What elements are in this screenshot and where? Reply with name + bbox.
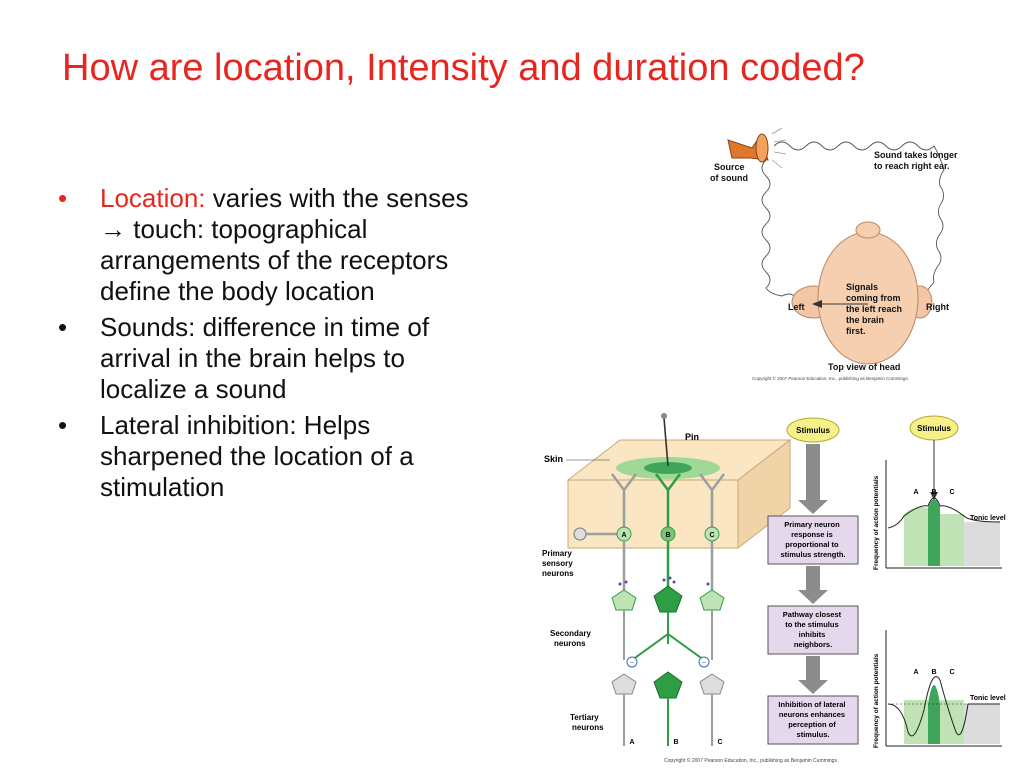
svg-text:Source of sound Sound: Source of sound Sound takes longer to re…	[710, 150, 960, 372]
secondary-neurons: − −	[611, 576, 725, 668]
box2-text: to the stimulus	[785, 620, 838, 629]
svg-text:Tertiary neurons: Tertiary neurons	[570, 713, 604, 732]
sound-path-left	[761, 159, 831, 303]
lateral-inhibition-figure: Pin Skin A B C Primary sensory neurons	[542, 413, 1006, 764]
box1-text: proportional to	[785, 540, 839, 549]
box3-text: Inhibition of lateral	[778, 700, 845, 709]
svg-text:Primary sensory neuron: Primary sensory neurons	[542, 549, 575, 578]
primary-neuron-a: A	[621, 532, 626, 539]
slide-title: How are location, Intensity and duration…	[62, 47, 865, 89]
stimulus-label-center: Stimulus	[796, 426, 830, 435]
bullet-label: Location:	[100, 183, 206, 213]
bullet-text: Lateral inhibition: Helps sharpened the …	[100, 410, 414, 502]
plot-bottom-b: B	[931, 669, 936, 676]
signals-label: the brain	[846, 315, 884, 325]
inhibition-copyright: Copyright © 2007 Pearson Education, Inc.…	[664, 757, 838, 764]
tonic-label-bottom: Tonic level	[970, 695, 1006, 702]
box2-text: Pathway closest	[783, 610, 842, 619]
skin-block	[566, 438, 792, 550]
tertiary-neuron-b: B	[673, 739, 678, 746]
bullet-marker: •	[58, 312, 68, 342]
box3-text: stimulus.	[797, 730, 830, 739]
primary-neuron-b: B	[665, 532, 670, 539]
pin-icon	[661, 413, 669, 467]
source-label: Source	[714, 162, 745, 172]
box2-text: inhibits	[799, 630, 826, 639]
signals-label: the left reach	[846, 304, 902, 314]
plot-top-b: B	[931, 489, 936, 496]
plot-top-a: A	[913, 489, 918, 496]
tertiary-label: Tertiary	[570, 713, 599, 722]
bullet-location: • Location: varies with the senses → touc…	[58, 183, 498, 307]
stimulus-label-plot: Stimulus	[917, 424, 951, 433]
minus-left: −	[630, 658, 635, 667]
bottom-frequency-plot: A B C Tonic level Frequency of action po…	[873, 630, 1006, 748]
signals-label: coming from	[846, 293, 901, 303]
bullet-marker: •	[58, 410, 68, 440]
svg-text:Inhibition of lateral ne: Inhibition of lateral neurons enhances p…	[778, 700, 847, 739]
box2-text: neighbors.	[794, 640, 832, 649]
box3-text: neurons enhances	[779, 710, 845, 719]
flow-column: Stimulus Primary neuron response is prop…	[767, 417, 859, 745]
head-figure: Source of sound Sound takes longer to re…	[710, 127, 960, 381]
box1-text: stimulus strength.	[780, 550, 845, 559]
primary-neuron-c: C	[709, 532, 714, 539]
box1-text: Primary neuron	[784, 520, 840, 529]
bullet-sounds: • Sounds: difference in time of arrival i…	[58, 312, 498, 405]
right-label: Right	[926, 302, 949, 312]
longer-label: to reach right ear.	[874, 161, 950, 171]
plot-bottom-c: C	[949, 669, 954, 676]
primary-label: sensory	[542, 559, 573, 568]
left-label: Left	[788, 302, 805, 312]
box1-text: response is	[791, 530, 833, 539]
head-copyright: Copyright © 2007 Pearson Education, Inc.…	[752, 375, 909, 381]
bullet-lateral-inhibition: • Lateral inhibition: Helps sharpened the…	[58, 410, 498, 503]
secondary-label: neurons	[554, 639, 586, 648]
tertiary-neuron-c: C	[717, 739, 722, 746]
ylabel-bottom: Frequency of action potentials	[873, 653, 880, 748]
bullet-marker: •	[58, 183, 68, 213]
secondary-label: Secondary	[550, 629, 591, 638]
bullet-text: varies with the senses → touch: topograp…	[100, 183, 469, 306]
svg-text:Pathway closest to the s: Pathway closest to the stimulus inhibits…	[783, 610, 843, 649]
source-label: of sound	[710, 173, 748, 183]
minus-right: −	[702, 658, 707, 667]
tertiary-neuron-a: A	[629, 739, 634, 746]
signals-label: Signals	[846, 282, 878, 292]
bullet-text: Sounds: difference in time of arrival in…	[100, 312, 430, 404]
ylabel-top: Frequency of action potentials	[873, 475, 880, 570]
head-icon	[791, 221, 933, 365]
horn-icon	[727, 133, 769, 163]
primary-label: Primary	[542, 549, 572, 558]
tertiary-label: neurons	[572, 723, 604, 732]
pin-label: Pin	[685, 432, 699, 442]
signals-label: first.	[846, 326, 866, 336]
bullet-list: • Location: varies with the senses → touc…	[58, 183, 498, 508]
tonic-label-top: Tonic level	[970, 515, 1006, 522]
skin-label: Skin	[544, 454, 563, 464]
plot-top-c: C	[949, 489, 954, 496]
box3-text: perception of	[788, 720, 836, 729]
top-frequency-plot: Stimulus A B C Tonic level Frequency of …	[873, 415, 1006, 570]
plot-bottom-a: A	[913, 669, 918, 676]
tertiary-neurons	[611, 671, 725, 746]
sound-path-right	[773, 141, 945, 293]
head-caption: Top view of head	[828, 362, 900, 372]
longer-label: Sound takes longer	[874, 150, 958, 160]
primary-label: neurons	[542, 569, 574, 578]
svg-text:Primary neuron response: Primary neuron response is proportional …	[780, 520, 845, 559]
svg-text:Secondary neurons: Secondary neurons	[550, 629, 593, 648]
